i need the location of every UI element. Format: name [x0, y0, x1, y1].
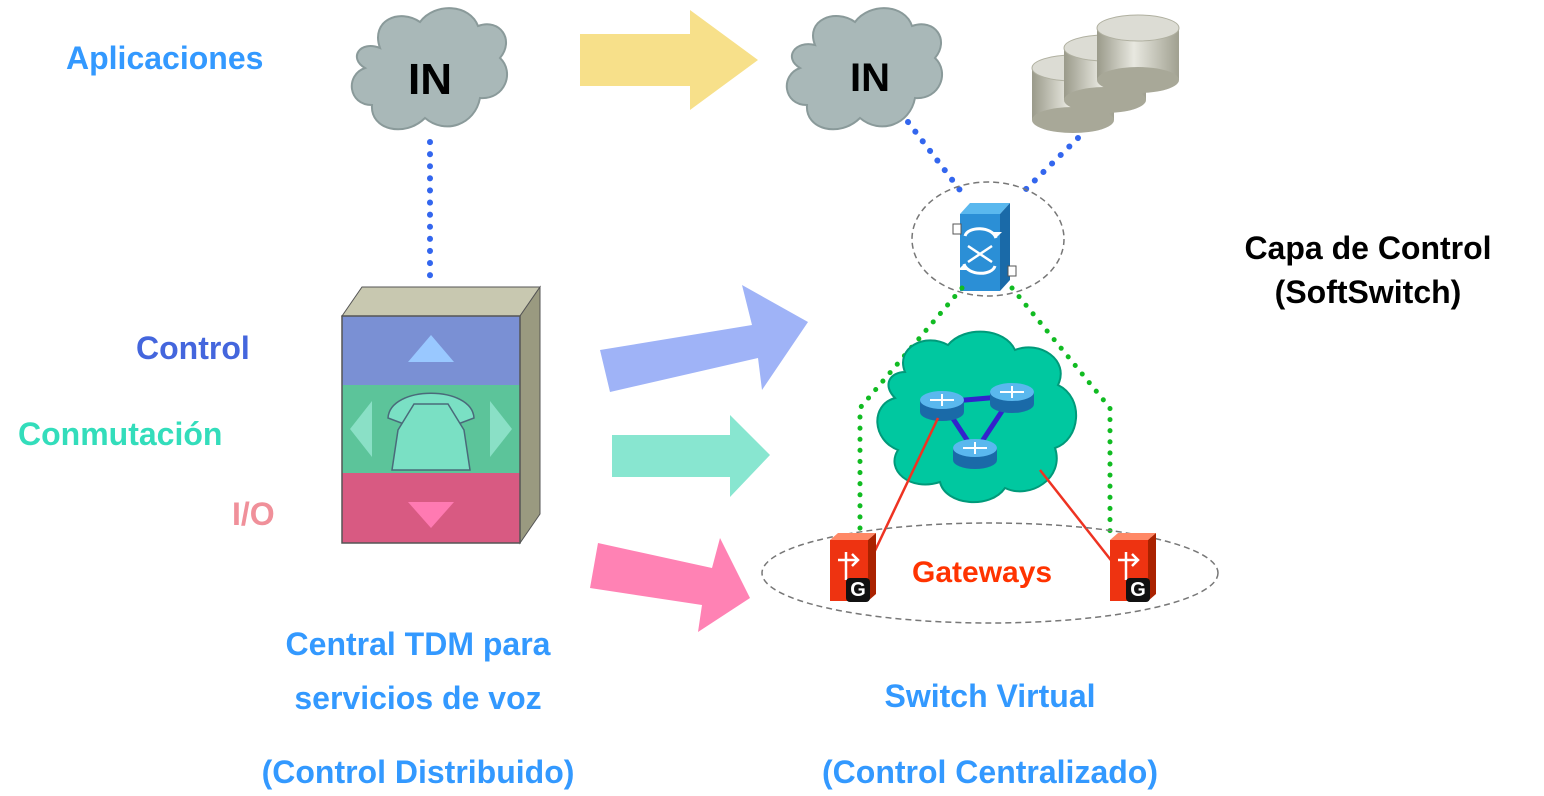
softswitch-icon	[952, 203, 1017, 291]
gateway-left-badge: G	[850, 579, 866, 601]
gateways-boundary	[761, 522, 1219, 624]
teal-arrow-icon	[612, 415, 770, 497]
router-icon	[990, 383, 1034, 413]
gateways-label: Gateways	[912, 556, 1053, 589]
tdm-caption-line1: Central TDM para	[285, 626, 551, 662]
yellow-arrow-icon	[580, 10, 758, 110]
layer-io-label: I/O	[232, 496, 275, 532]
tdm-caption-line3: (Control Distribuido)	[261, 754, 575, 790]
softswitch-gateway-right-connector	[1009, 285, 1113, 543]
router-icon	[920, 391, 964, 421]
softswitch-gateway-left-connector	[857, 285, 965, 543]
db-softswitch-connector	[1017, 135, 1081, 198]
layer-switching-label: Conmutación	[18, 416, 223, 452]
right-in-cloud-label: IN	[850, 56, 890, 100]
router-icon	[953, 439, 997, 469]
control-layer-title: Capa de Control	[1244, 230, 1492, 266]
left-in-cloud-label: IN	[408, 55, 452, 104]
gateway-right-icon	[1110, 533, 1156, 602]
gateway-right-badge: G	[1130, 579, 1146, 601]
in-softswitch-connector	[905, 119, 969, 201]
gateway-left-icon	[830, 533, 876, 602]
virtual-switch-caption: Switch Virtual	[884, 678, 1096, 714]
blue-arrow-icon	[600, 285, 808, 392]
applications-label: Aplicaciones	[66, 40, 264, 76]
right-in-cloud-icon	[785, 7, 944, 131]
database-icon	[1031, 14, 1180, 133]
centralized-control-caption: (Control Centralizado)	[822, 754, 1158, 790]
telephone-icon	[387, 392, 475, 471]
pink-arrow-icon	[590, 538, 750, 632]
softswitch-boundary	[911, 181, 1065, 297]
softswitch-label: (SoftSwitch)	[1274, 274, 1462, 310]
layer-control-label: Control	[136, 330, 250, 366]
tdm-caption-line2: servicios de voz	[294, 680, 542, 716]
tdm-switch-icon	[341, 285, 541, 545]
left-in-cloud-icon	[350, 7, 509, 131]
